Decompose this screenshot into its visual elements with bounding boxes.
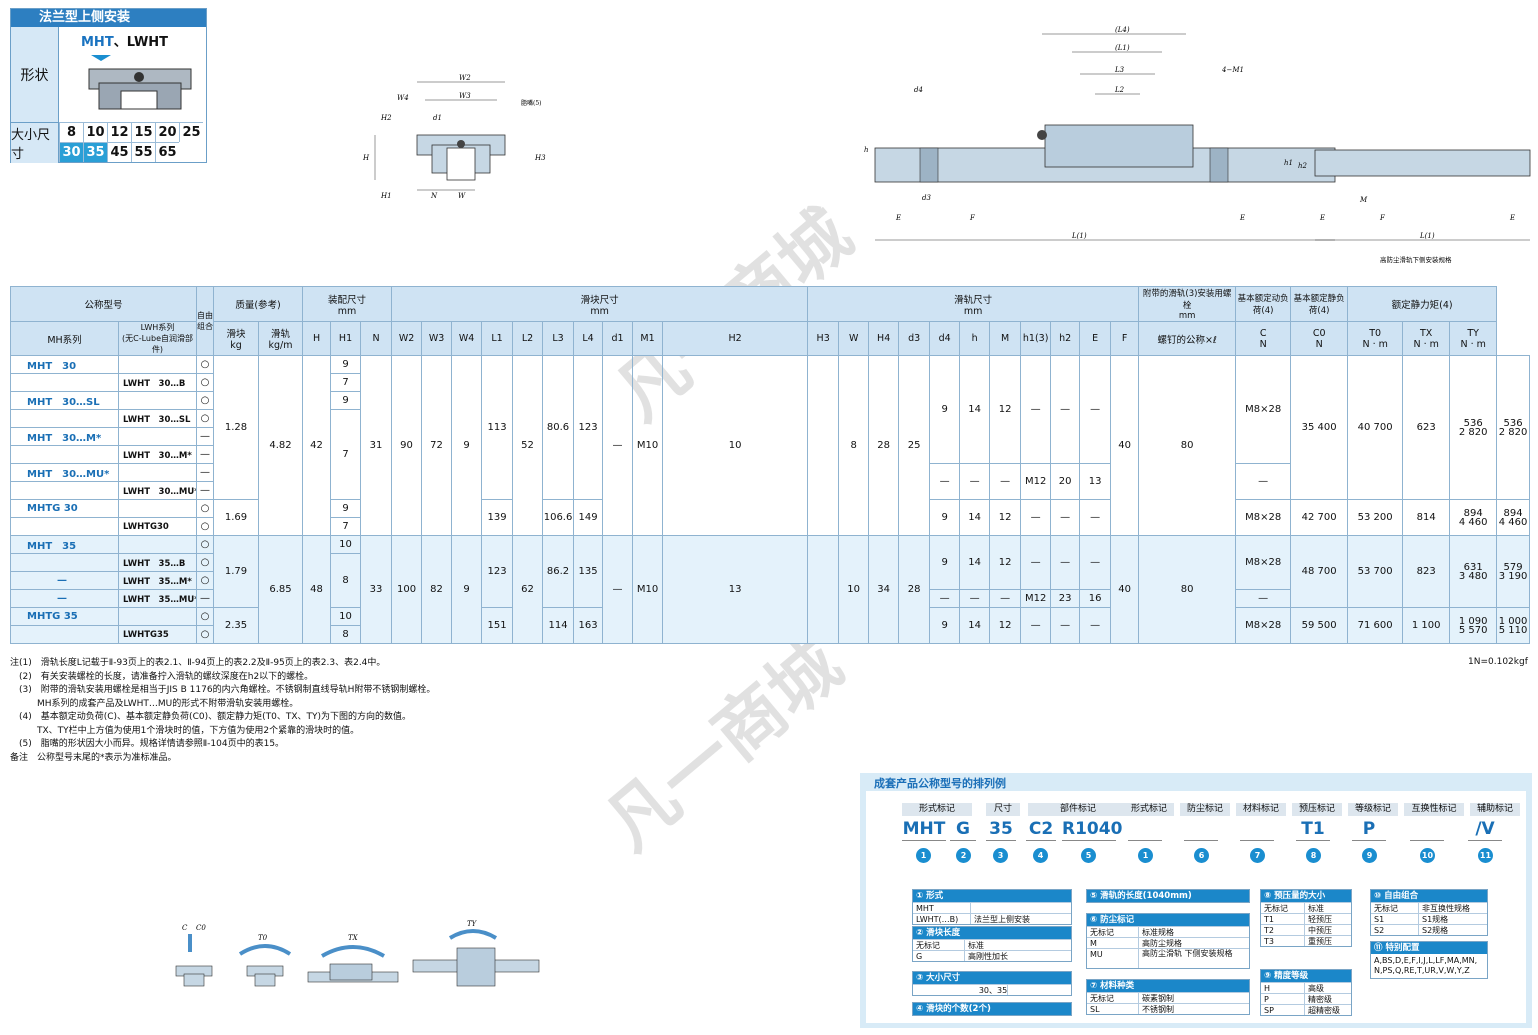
size-20: 20 [155,122,179,142]
col-C0: 基本额定静负荷(4) [1290,286,1349,322]
svg-text:E: E [895,214,901,222]
svg-text:高防尘滑轨下侧安装规格: 高防尘滑轨下侧安装规格 [1380,255,1452,264]
section-title: 法兰型上侧安装 [11,9,206,27]
legend-count: ④ 滑块的个数(2个) [912,1002,1072,1016]
svg-text:E: E [1319,214,1325,222]
legend-rail-length: ⑤ 滑轨的长度(1040mm) [1086,889,1250,903]
svg-text:h1: h1 [1284,159,1293,167]
table-row: LWHT 35…B○8 [10,553,1530,608]
svg-text:N: N [430,192,438,200]
shape-size-box: 法兰型上侧安装 形状 MHT、LWHT 大小尺寸 8 10 12 15 20 2… [10,8,207,163]
size-30: 30 [59,142,83,162]
svg-text:TY: TY [467,920,478,928]
col-moment: 额定静力矩(4) [1347,286,1498,322]
size-35: 35 [83,142,107,162]
svg-text:4−M1: 4−M1 [1221,66,1244,74]
block-shape-icon [88,55,192,110]
svg-text:C0: C0 [196,924,206,932]
side-view-diagram: (L4) (L1) L3 L2 4−M1 d4 h d3 E F E L(1) … [864,26,1531,264]
unit-note: 1N=0.102kgf [1468,657,1528,667]
col-mass: 质量(参考) [213,286,304,322]
svg-text:TX: TX [348,934,359,942]
svg-text:W4: W4 [397,94,409,102]
table-row: LWHT 30…SL○7 [10,409,1530,500]
model-names: MHT、LWHT [81,35,169,50]
order-title: 成套产品公称型号的排列例 [874,777,1006,790]
svg-text:(L4): (L4) [1115,26,1130,34]
footnotes: 注(1) 滑轨长度L记载于Ⅱ-93页上的表2.1、Ⅱ-94页上的表2.2及Ⅱ-9… [10,658,436,763]
svg-text:M: M [1359,196,1368,204]
size-55: 55 [131,142,155,162]
col-C: 基本额定动负荷(4) [1235,286,1292,322]
svg-text:d1: d1 [433,114,442,122]
svg-text:E: E [1239,214,1245,222]
svg-text:F: F [1379,214,1386,222]
order-code-panel: 成套产品公称型号的排列例 形式标记 尺寸 部件标记 形式标记 防尘标记 材料标记… [860,773,1532,1028]
svg-text:W: W [458,192,466,200]
shape-label: 形状 [11,27,59,122]
svg-text:H2: H2 [380,114,392,122]
svg-text:W3: W3 [459,92,471,100]
svg-text:H1: H1 [380,192,392,200]
size-10: 10 [83,122,107,142]
col-free: 自由组合 [196,286,215,356]
order-inner: 形式标记 尺寸 部件标记 形式标记 防尘标记 材料标记 预压标记 等级标记 互换… [866,791,1526,1023]
table-row: LWHTG35○8 [10,625,1530,644]
table-row: —LWHT 35…M*○ [10,571,1530,590]
load-direction-diagram: C C0 T0 TX TY [175,920,540,987]
table-row: LWHTG30○7 [10,517,1530,536]
svg-text:H3: H3 [534,154,546,162]
cross-section-diagram: W2 W3 W4 H H2 H3 H1 N W d1 脂嘴(5) [362,74,546,200]
size-65: 65 [155,142,179,162]
table-row: MHT 30…SL○9 [10,391,1530,410]
svg-text:h2: h2 [1298,162,1308,170]
svg-text:W2: W2 [459,74,471,82]
svg-text:F: F [969,214,976,222]
svg-text:L(1): L(1) [1419,232,1435,240]
svg-text:H: H [362,154,370,162]
col-model: 公称型号 [9,286,198,322]
size-12: 12 [107,122,131,142]
size-label: 大小尺寸 [11,122,59,163]
svg-text:L3: L3 [1114,66,1125,74]
legend-size: ③ 大小尺寸 30、35 [912,971,1072,996]
size-15: 15 [131,122,155,142]
svg-text:L(1): L(1) [1071,232,1087,240]
svg-text:h: h [864,146,869,154]
size-8: 8 [59,122,83,142]
svg-text:脂嘴(5): 脂嘴(5) [521,99,542,107]
table-row: LWHT 30…B○7 [10,373,1530,392]
svg-text:L2: L2 [1114,86,1125,94]
legend-form: ① 形式 MHT LWHT(…B)法兰型上侧安装 [912,889,1072,925]
svg-text:T0: T0 [258,934,268,942]
svg-text:C: C [182,924,188,932]
svg-text:d4: d4 [914,86,923,94]
legend-special: ⑪ 特别配置 A,BS,D,E,F,I,J,L,LF,MA,MN,N,PS,Q,… [1370,941,1488,979]
svg-text:E: E [1509,214,1515,222]
svg-text:d3: d3 [922,194,931,202]
size-25: 25 [179,122,203,142]
size-45: 45 [107,142,131,162]
svg-text:(L1): (L1) [1115,44,1130,52]
